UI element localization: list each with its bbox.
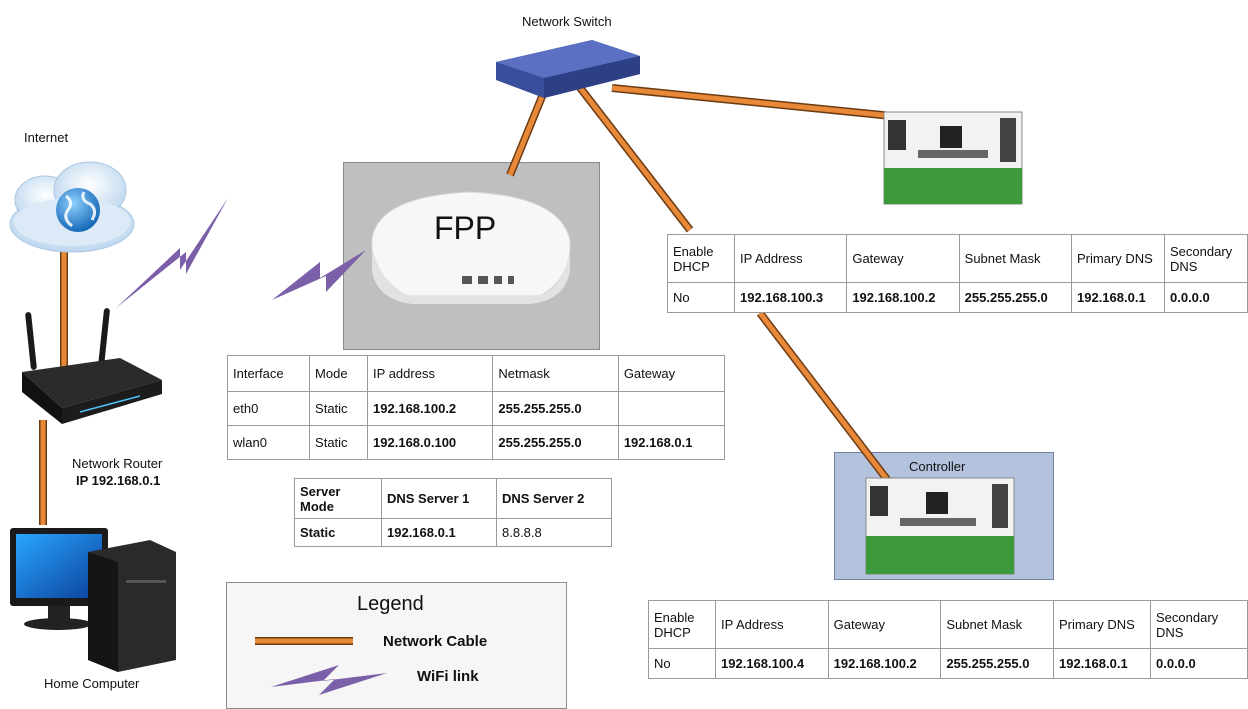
table-row: No 192.168.100.3 192.168.100.2 255.255.2… bbox=[667, 282, 1248, 313]
cell-interface: eth0 bbox=[226, 391, 311, 426]
cell-server-mode: Static bbox=[294, 518, 382, 547]
table-row: No 192.168.100.4 192.168.100.2 255.255.2… bbox=[648, 648, 1248, 679]
wifi-links bbox=[116, 198, 366, 308]
cell-gateway: 192.168.100.2 bbox=[827, 648, 942, 679]
network-cable-links bbox=[39, 80, 913, 525]
header-mode: Mode bbox=[309, 355, 369, 392]
home-computer-icon bbox=[10, 528, 176, 672]
internet-label: Internet bbox=[24, 130, 69, 145]
header-subnet-mask: Subnet Mask bbox=[958, 234, 1073, 283]
header-primary-dns: Primary DNS bbox=[1053, 600, 1151, 649]
cell-mode: Static bbox=[309, 391, 369, 426]
network-switch-label: Network Switch bbox=[522, 14, 612, 29]
cell-netmask: 255.255.255.0 bbox=[492, 391, 619, 426]
fpp-interfaces-table: Interface Mode IP address Netmask Gatewa… bbox=[226, 355, 726, 460]
header-dns-server-2: DNS Server 2 bbox=[496, 478, 612, 519]
cell-primary-dns: 192.168.0.1 bbox=[1053, 648, 1151, 679]
controller-2-network-table: Enable DHCP IP Address Gateway Subnet Ma… bbox=[648, 600, 1248, 679]
cell-dhcp: No bbox=[667, 282, 735, 313]
cell-gateway: 192.168.100.2 bbox=[846, 282, 960, 313]
cell-secondary-dns: 0.0.0.0 bbox=[1150, 648, 1248, 679]
table-row: wlan0 Static 192.168.0.100 255.255.255.0… bbox=[226, 425, 726, 460]
cell-gateway bbox=[617, 391, 726, 426]
header-server-mode: Server Mode bbox=[294, 478, 382, 519]
header-subnet-mask: Subnet Mask bbox=[940, 600, 1054, 649]
cell-ip: 192.168.0.100 bbox=[367, 425, 494, 460]
home-computer-label: Home Computer bbox=[44, 676, 140, 691]
table-row: eth0 Static 192.168.100.2 255.255.255.0 bbox=[226, 391, 726, 426]
header-enable-dhcp: Enable DHCP bbox=[648, 600, 716, 649]
fpp-label: FPP bbox=[434, 210, 497, 246]
legend-box: Legend Network Cable WiFi link bbox=[226, 582, 567, 709]
header-secondary-dns: Secondary DNS bbox=[1164, 234, 1248, 283]
header-interface: Interface bbox=[226, 355, 311, 392]
wifi-link-swatch bbox=[271, 665, 387, 695]
cell-dns-1: 192.168.0.1 bbox=[381, 518, 497, 547]
header-ip-address: IP address bbox=[367, 355, 494, 392]
cell-secondary-dns: 0.0.0.0 bbox=[1164, 282, 1248, 313]
legend-network-cable-label: Network Cable bbox=[383, 633, 488, 650]
network-router-icon bbox=[22, 308, 162, 424]
controller-board-icon bbox=[883, 111, 1023, 205]
legend-wifi-label: WiFi link bbox=[417, 668, 479, 685]
cell-dhcp: No bbox=[648, 648, 716, 679]
cell-ip: 192.168.100.2 bbox=[367, 391, 494, 426]
fpp-dns-table: Server Mode DNS Server 1 DNS Server 2 St… bbox=[294, 478, 612, 547]
cell-ip: 192.168.100.3 bbox=[733, 282, 848, 313]
controller-1-network-table: Enable DHCP IP Address Gateway Subnet Ma… bbox=[667, 234, 1248, 313]
cell-mode: Static bbox=[309, 425, 369, 460]
controller-board-icon-2 bbox=[865, 477, 1015, 575]
router-name-label: Network Router bbox=[72, 456, 163, 471]
header-enable-dhcp: Enable DHCP bbox=[667, 234, 735, 283]
controller-label: Controller bbox=[909, 459, 966, 474]
header-gateway: Gateway bbox=[827, 600, 942, 649]
router-ip-label: IP 192.168.0.1 bbox=[76, 473, 161, 488]
header-secondary-dns: Secondary DNS bbox=[1150, 600, 1248, 649]
network-switch-icon bbox=[496, 40, 640, 98]
internet-cloud-icon bbox=[9, 161, 135, 253]
header-netmask: Netmask bbox=[492, 355, 619, 392]
legend-title: Legend bbox=[357, 593, 424, 615]
header-gateway: Gateway bbox=[617, 355, 726, 392]
cell-dns-2: 8.8.8.8 bbox=[496, 518, 612, 547]
table-row: Static 192.168.0.1 8.8.8.8 bbox=[294, 518, 612, 547]
cell-subnet: 255.255.255.0 bbox=[940, 648, 1054, 679]
header-ip-address: IP Address bbox=[715, 600, 829, 649]
cell-subnet: 255.255.255.0 bbox=[958, 282, 1073, 313]
cell-netmask: 255.255.255.0 bbox=[492, 425, 619, 460]
header-dns-server-1: DNS Server 1 bbox=[381, 478, 497, 519]
header-primary-dns: Primary DNS bbox=[1071, 234, 1165, 283]
cell-gateway: 192.168.0.1 bbox=[617, 425, 726, 460]
cell-interface: wlan0 bbox=[226, 425, 311, 460]
header-gateway: Gateway bbox=[846, 234, 960, 283]
cell-ip: 192.168.100.4 bbox=[715, 648, 829, 679]
legend-swatches bbox=[255, 637, 387, 695]
cell-primary-dns: 192.168.0.1 bbox=[1071, 282, 1165, 313]
header-ip-address: IP Address bbox=[733, 234, 848, 283]
fpp-device-icon bbox=[371, 191, 571, 304]
